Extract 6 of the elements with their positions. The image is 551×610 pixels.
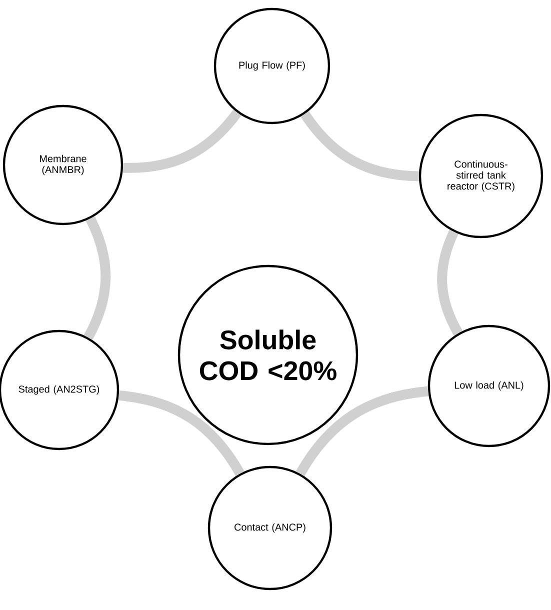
ring-segment <box>123 110 242 173</box>
ring-segment <box>296 386 429 476</box>
ring-segment <box>84 216 111 340</box>
ring-segment <box>437 230 463 336</box>
ring-segment <box>118 390 244 476</box>
ring-segment <box>300 111 420 182</box>
